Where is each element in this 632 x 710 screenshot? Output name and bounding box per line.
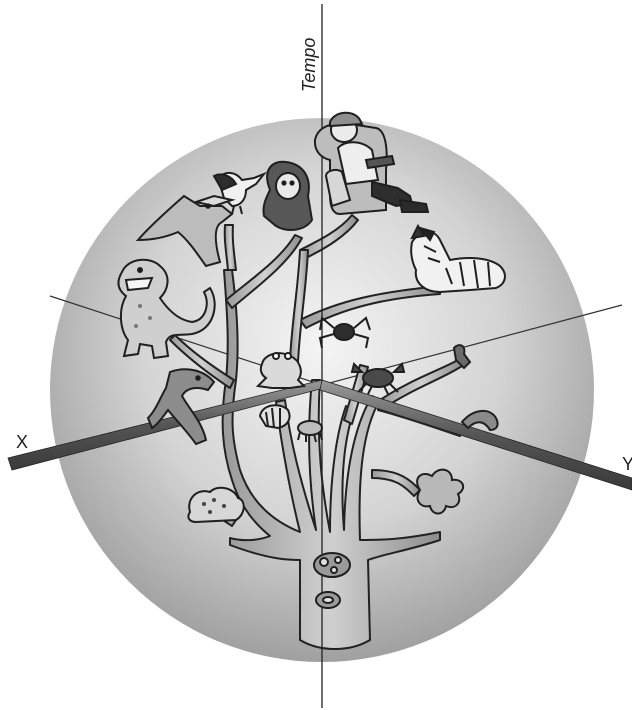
shell-icon [260, 405, 290, 428]
primate-icon [263, 162, 312, 230]
x-axis-label: X [16, 432, 28, 452]
coral-sponge-icon [188, 488, 243, 522]
y-axis-label: Y [622, 454, 632, 474]
time-axis-label: Tempo [299, 38, 319, 92]
